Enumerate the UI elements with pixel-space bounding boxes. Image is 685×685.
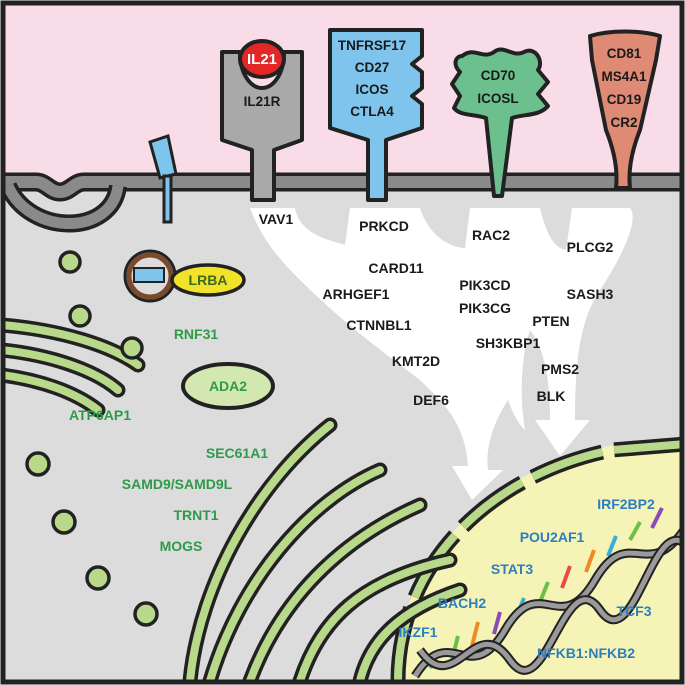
il21r-receptor xyxy=(220,50,304,202)
rac2-label: RAC2 xyxy=(472,227,510,243)
il21r-label: IL21R xyxy=(244,94,281,109)
bach2-label: BACH2 xyxy=(438,595,486,611)
arhgef1-label: ARHGEF1 xyxy=(323,286,390,302)
tcf3-label: TCF3 xyxy=(617,603,652,619)
card11-label: CARD11 xyxy=(368,260,423,276)
sash3-label: SASH3 xyxy=(567,286,614,302)
il21-label: IL21 xyxy=(247,51,277,68)
ada2-label: ADA2 xyxy=(209,378,247,394)
def6-label: DEF6 xyxy=(413,392,449,408)
nfkb-label: NFKB1:NFKB2 xyxy=(537,645,635,661)
kmt2d-label: KMT2D xyxy=(392,353,440,369)
icosl-label: ICOSL xyxy=(477,91,518,106)
cd19-label: CD19 xyxy=(607,92,642,107)
ms4a1-label: MS4A1 xyxy=(601,69,647,84)
vav1-label: VAV1 xyxy=(259,211,294,227)
vesicles xyxy=(25,250,159,627)
icos-label: ICOS xyxy=(355,82,388,97)
ada2-oval xyxy=(181,362,275,410)
il21-ligand xyxy=(238,39,286,79)
cd81-label: CD81 xyxy=(607,46,642,61)
pten-label: PTEN xyxy=(532,313,569,329)
atp6ap1-label: ATP6AP1 xyxy=(69,407,131,423)
tnfrsf-receptor xyxy=(328,28,424,202)
ctla4-label: CTLA4 xyxy=(350,104,394,119)
signaling-funnel xyxy=(250,208,633,500)
cr2-label: CR2 xyxy=(610,115,637,130)
plcg2-label: PLCG2 xyxy=(567,239,614,255)
lrba-vesicle xyxy=(123,249,246,303)
mogs-label: MOGS xyxy=(160,538,203,554)
cd27-label: CD27 xyxy=(355,60,390,75)
pms2-label: PMS2 xyxy=(541,361,579,377)
sec61a1-label: SEC61A1 xyxy=(206,445,268,461)
samd9-label: SAMD9/SAMD9L xyxy=(122,476,233,492)
stat3-label: STAT3 xyxy=(491,561,533,577)
irf2bp2-label: IRF2BP2 xyxy=(597,496,655,512)
pik3cd-label: PIK3CD xyxy=(459,277,510,293)
pik3cg-label: PIK3CG xyxy=(459,300,511,316)
cd70-label: CD70 xyxy=(481,68,516,83)
sh3kbp1-label: SH3KBP1 xyxy=(476,335,541,351)
ikzf1-label: IKZF1 xyxy=(399,624,438,640)
ctnnbl1-label: CTNNBL1 xyxy=(346,317,412,333)
rnf31-label: RNF31 xyxy=(174,326,219,342)
dna-helix xyxy=(411,507,681,679)
lrba-label: LRBA xyxy=(189,272,228,288)
trnt1-label: TRNT1 xyxy=(173,507,218,523)
small-membrane-protein xyxy=(148,134,178,224)
tnfrsf17-label: TNFRSF17 xyxy=(338,38,406,53)
blk-label: BLK xyxy=(537,388,566,404)
prkcd-label: PRKCD xyxy=(359,218,409,234)
cd70-receptor xyxy=(450,47,550,198)
pou2af1-label: POU2AF1 xyxy=(520,529,585,545)
cd19-complex-receptor xyxy=(588,29,662,190)
